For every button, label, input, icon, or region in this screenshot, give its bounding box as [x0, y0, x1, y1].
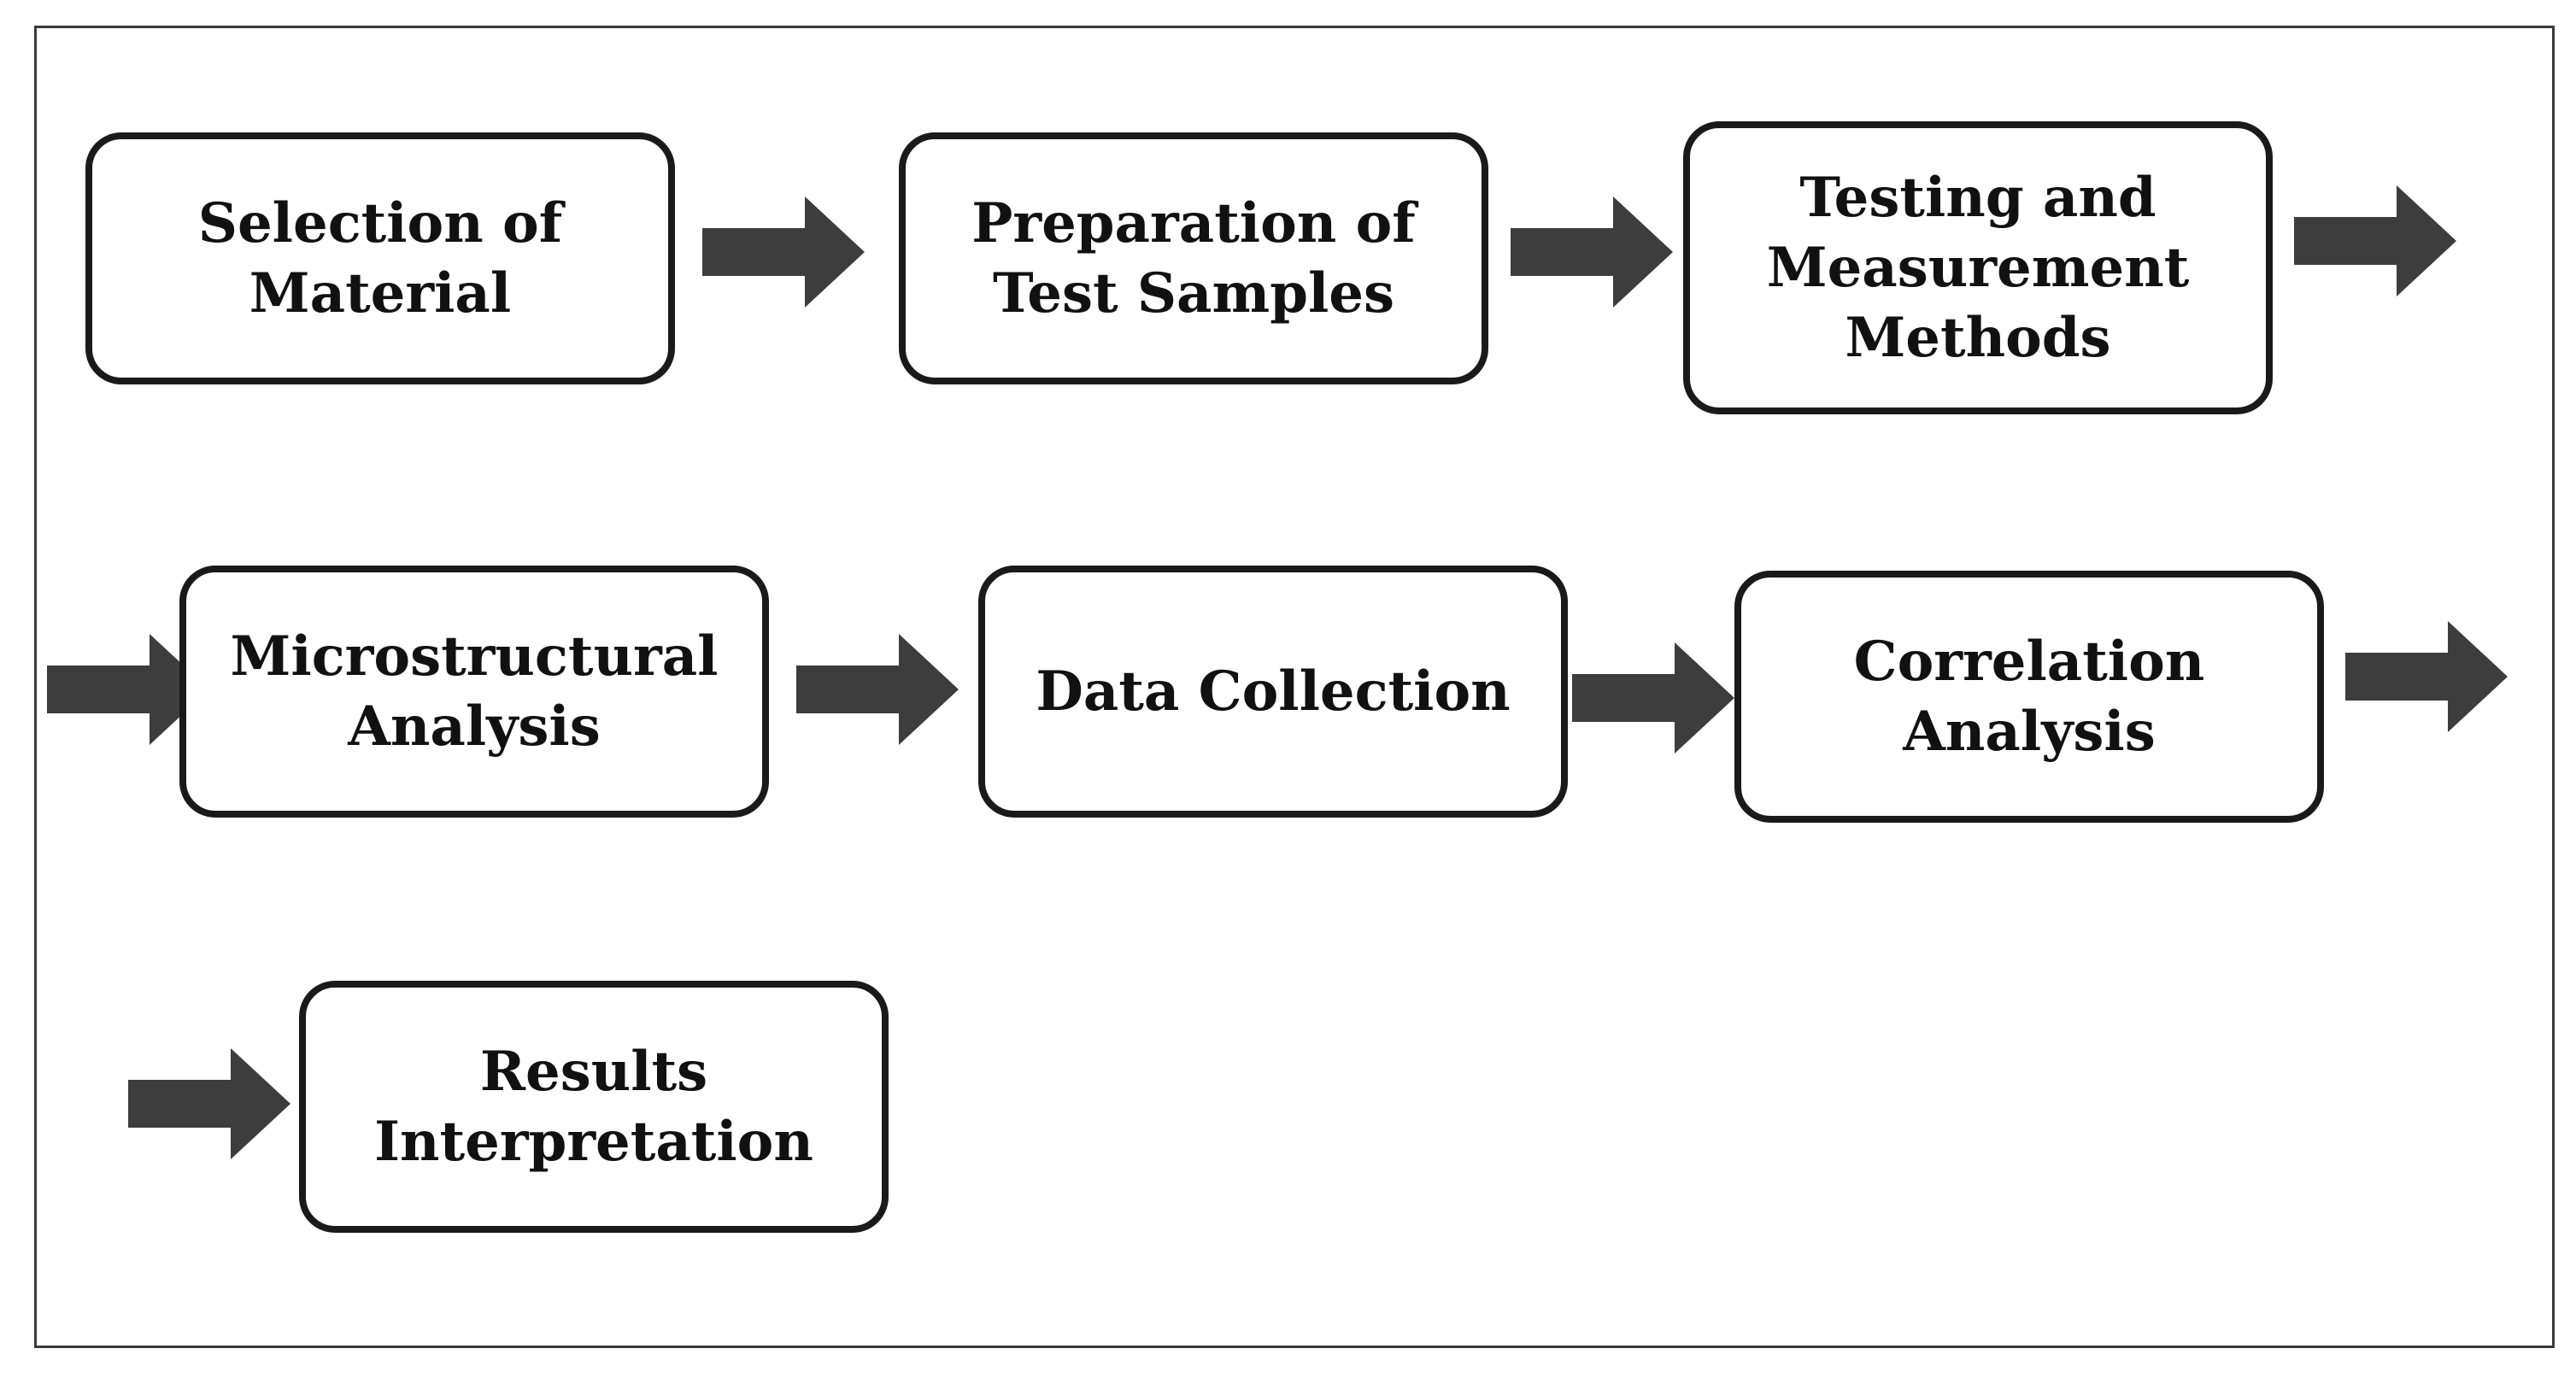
step-microstructural-analysis: Microstructural Analysis [179, 566, 769, 818]
right-arrow-icon [1511, 196, 1673, 308]
step-label: Selection of Material [197, 191, 563, 325]
step-label: Correlation Analysis [1853, 629, 2205, 764]
right-arrow-icon [2345, 621, 2508, 732]
right-arrow-icon [47, 634, 209, 745]
step-data-collection: Data Collection [978, 566, 1568, 818]
step-preparation-of-test-samples: Preparation of Test Samples [899, 132, 1488, 384]
right-arrow-icon [128, 1048, 290, 1159]
right-arrow-icon [796, 634, 959, 745]
step-label: Microstructural Analysis [230, 624, 719, 759]
right-arrow-icon [702, 196, 865, 308]
step-label: Results Interpretation [374, 1039, 813, 1174]
step-label: Data Collection [1036, 659, 1511, 724]
step-results-interpretation: Results Interpretation [299, 981, 889, 1233]
right-arrow-icon [1572, 642, 1734, 754]
step-selection-of-material: Selection of Material [85, 132, 675, 384]
step-correlation-analysis: Correlation Analysis [1734, 571, 2324, 823]
step-label: Preparation of Test Samples [971, 191, 1416, 325]
step-label: Testing and Measurement Methods [1766, 165, 2190, 370]
right-arrow-icon [2294, 185, 2456, 296]
step-testing-and-measurement-methods: Testing and Measurement Methods [1683, 121, 2273, 414]
